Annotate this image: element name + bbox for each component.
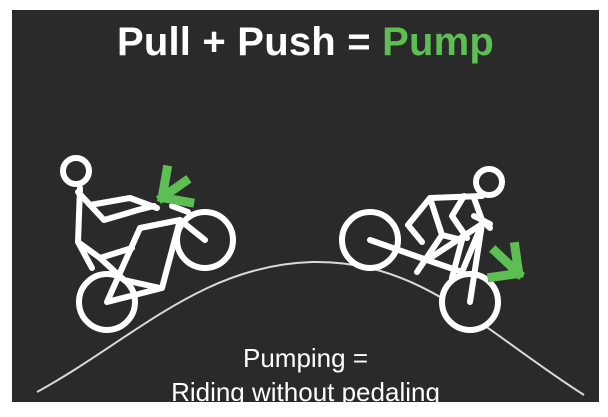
right-arrow-icon — [488, 247, 518, 277]
caption-line-2: Riding without pedaling — [12, 377, 599, 402]
left-arrow-icon — [162, 170, 194, 202]
right-rider-head — [476, 169, 502, 195]
caption-line-1: Pumping = — [12, 343, 599, 374]
left-rider-head — [63, 158, 89, 184]
right-rider-icon — [342, 169, 502, 330]
left-rider-icon — [63, 158, 233, 330]
diagram-panel: Pull + Push = Pump — [12, 10, 599, 402]
